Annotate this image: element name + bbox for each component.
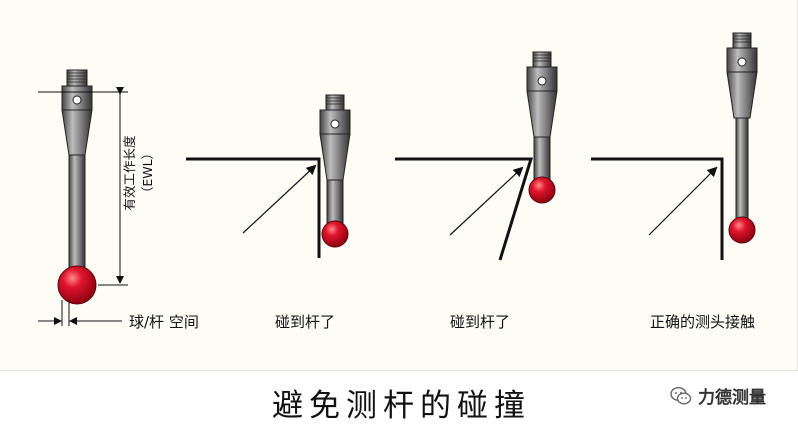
- ewl-label: 有效工作长度 （EWL）: [121, 135, 157, 210]
- surface-case2: [186, 157, 321, 258]
- case3-label: 碰到杆了: [450, 313, 511, 331]
- case4-label: 正确的测头接触: [650, 313, 756, 331]
- diagram-panel: [0, 0, 798, 371]
- approach-arrow-case2: [242, 164, 317, 234]
- approach-arrow-case4: [648, 166, 718, 236]
- wechat-icon: [670, 386, 692, 405]
- surface-case3: [395, 157, 534, 261]
- stylus-1: [57, 69, 97, 305]
- approach-arrow-case3: [449, 166, 524, 236]
- stylus-4: [726, 32, 758, 244]
- ball-stem-dimension: [38, 300, 122, 326]
- page-title: 避免测杆的碰撞: [272, 388, 531, 424]
- brand-name: 力德测量: [698, 388, 766, 408]
- ewl-label-line2: （EWL）: [140, 146, 155, 200]
- ewl-label-line1: 有效工作长度: [122, 135, 137, 211]
- brand-watermark: 力德测量: [670, 383, 766, 408]
- case2-label: 碰到杆了: [275, 313, 336, 331]
- ewl-dimension: [38, 87, 128, 286]
- ball-stem-label: 球/杆 空间: [129, 313, 199, 331]
- surface-case4: [591, 157, 724, 260]
- stylus-2: [319, 94, 351, 248]
- stylus-3: [526, 51, 558, 204]
